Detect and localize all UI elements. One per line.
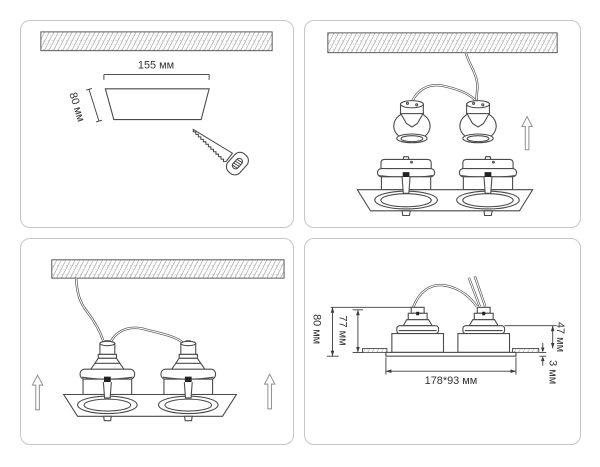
lamp-bulb-icon <box>393 100 431 144</box>
up-arrow-icon <box>263 373 276 410</box>
cutout-template <box>104 88 210 121</box>
cutout-width-dimension: 155 мм <box>103 60 210 80</box>
up-arrow-icon <box>31 374 44 411</box>
trim-plate-section <box>385 351 517 357</box>
lamp-section <box>457 306 511 353</box>
cutout-width-label: 155 мм <box>138 60 174 72</box>
step4-panel: 80 мм 77 мм 47 мм 3 мм 178*93 мм <box>304 238 581 445</box>
downlight-fixture <box>356 156 534 217</box>
ceiling-hatch <box>327 32 558 54</box>
dimensions: 80 мм 77 мм 47 мм 3 мм 178*93 мм <box>310 306 566 387</box>
supply-wire <box>464 52 479 102</box>
cutout-size-label: 178*93 мм <box>425 375 478 387</box>
step2-panel <box>304 20 581 228</box>
trim-plate <box>62 382 238 422</box>
ceiling-hatch <box>51 259 285 279</box>
step3-panel <box>20 238 294 445</box>
housing-height-label: 47 мм <box>554 322 566 352</box>
cutout-depth-label: 80 мм <box>66 91 86 123</box>
lamp-bulb-icon <box>459 100 497 144</box>
step1-panel: 155 мм 80 мм <box>20 20 294 228</box>
wires <box>412 275 487 308</box>
link-wire <box>109 326 185 344</box>
total-height-label: 80 мм <box>310 314 322 344</box>
up-arrow-icon <box>521 115 534 151</box>
saw-icon <box>192 128 249 176</box>
trim-thickness-label: 3 мм <box>547 360 559 384</box>
lamp-section <box>391 306 445 353</box>
ceiling-hatch <box>362 347 540 353</box>
supply-wire <box>74 278 106 343</box>
ceiling-hatch <box>40 31 273 52</box>
link-wire <box>411 84 478 103</box>
cutout-depth-dimension: 80 мм <box>66 88 102 123</box>
recess-height-label: 77 мм <box>337 316 349 346</box>
